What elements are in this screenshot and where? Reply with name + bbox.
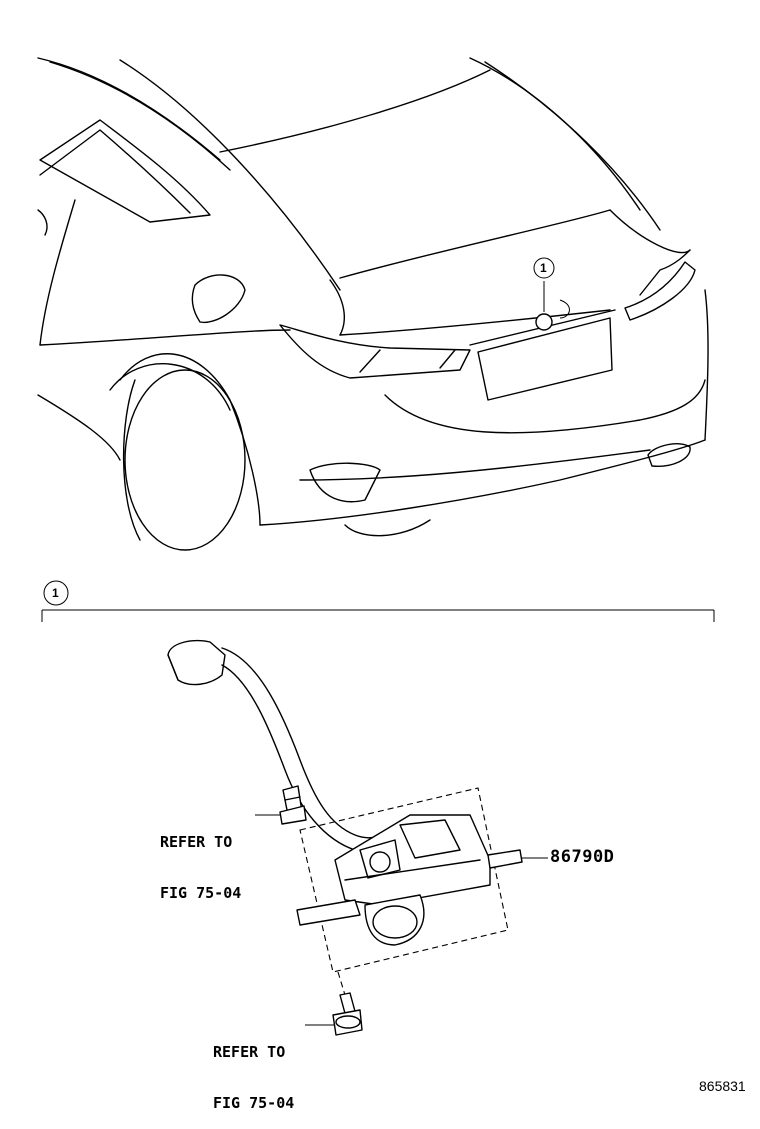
- camera-part-number: 86790D: [550, 847, 615, 867]
- car-rear-illustration: [37, 57, 709, 551]
- figure-id: 865831: [699, 1078, 746, 1094]
- camera-assembly-illustration: [167, 639, 548, 973]
- callout-number-top: 1: [540, 261, 547, 275]
- bolt-illustration: [305, 971, 363, 1036]
- camera-location-marker: [535, 313, 553, 331]
- bolt-reference-line2: FIG 75-04: [213, 1094, 295, 1112]
- section-bracket: [41, 580, 715, 622]
- clip-reference-label: REFER TO FIG 75-04: [160, 800, 241, 919]
- bolt-reference-line1: REFER TO: [213, 1043, 286, 1061]
- callout-number-section: 1: [52, 586, 59, 600]
- clip-reference-line1: REFER TO: [160, 833, 233, 851]
- clip-illustration: [255, 785, 307, 825]
- bolt-reference-label: REFER TO FIG 75-04: [213, 1010, 294, 1129]
- clip-reference-line2: FIG 75-04: [160, 884, 242, 902]
- callout-circle-top: [533, 257, 555, 279]
